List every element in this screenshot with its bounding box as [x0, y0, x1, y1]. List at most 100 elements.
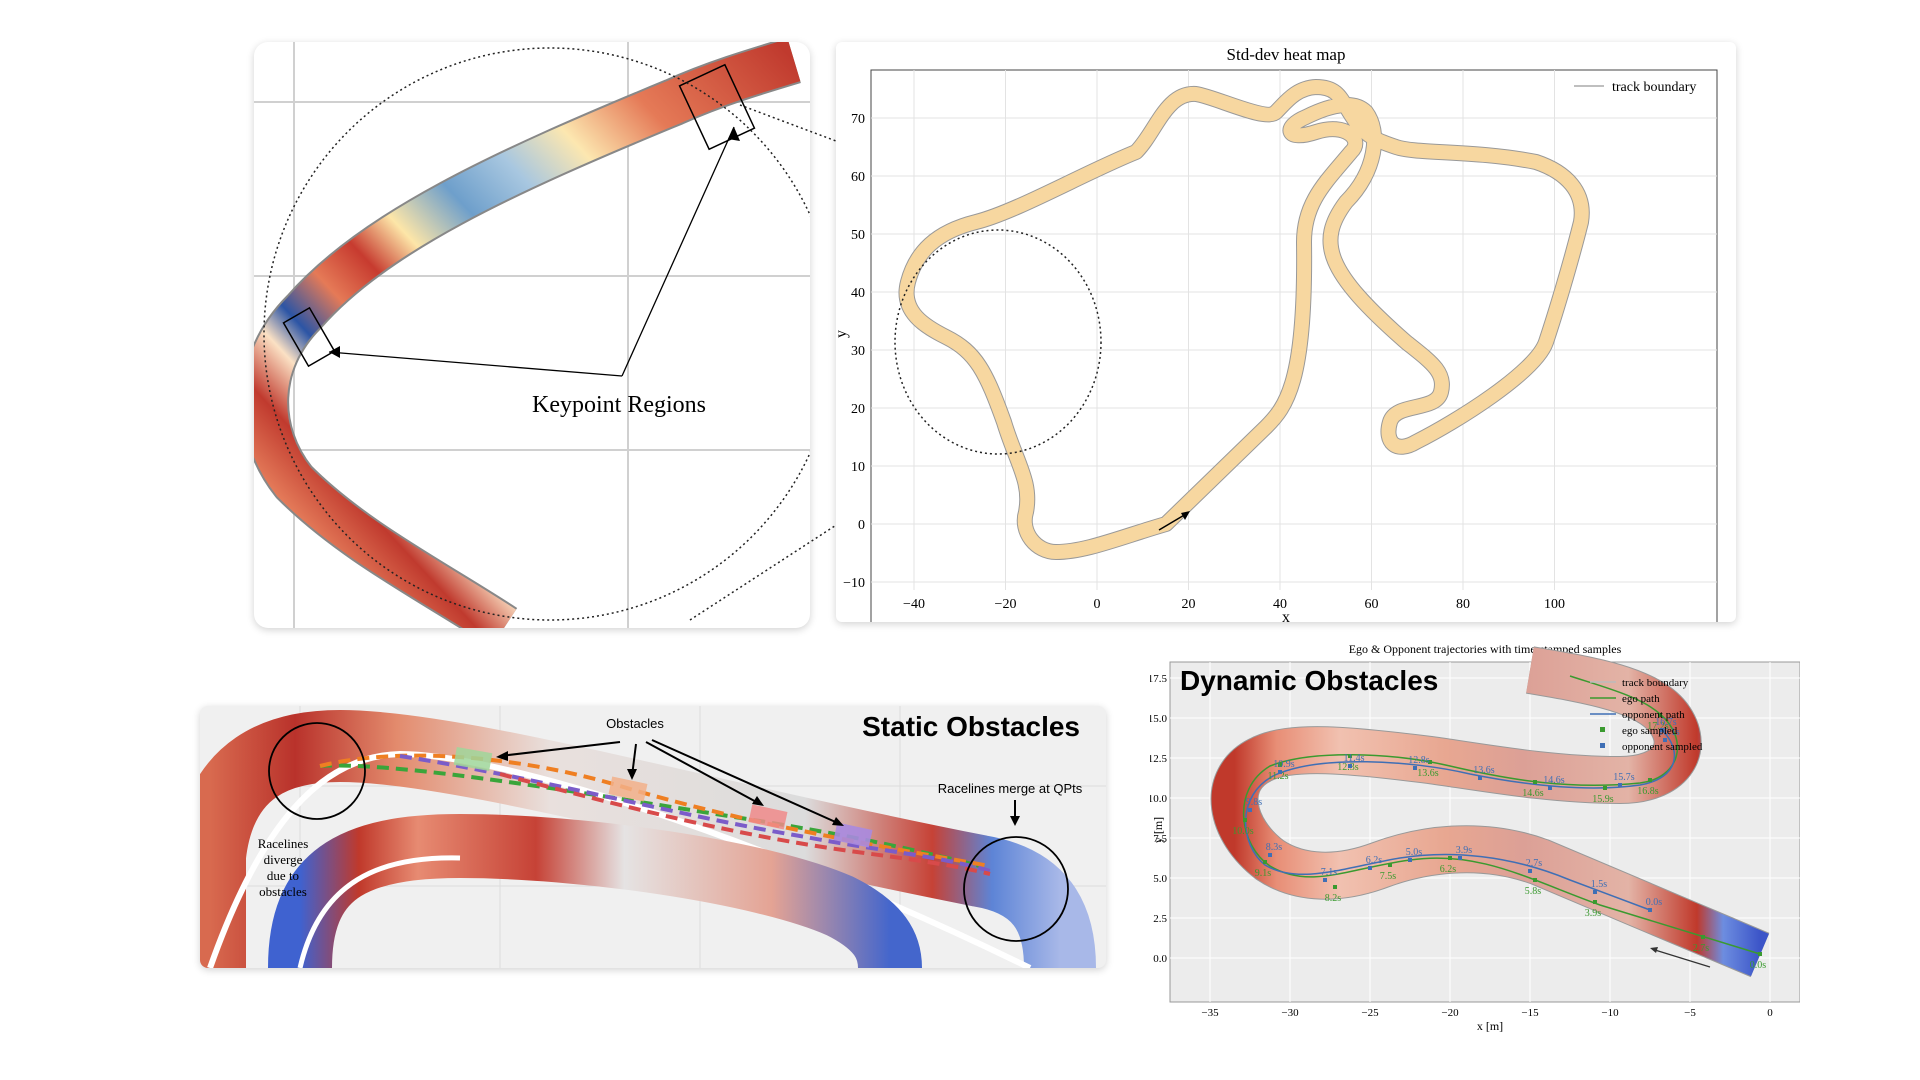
heatmap-xtick: 80	[1456, 597, 1470, 612]
ego-sample-point	[1533, 878, 1537, 882]
keypoint-regions-label: Keypoint Regions	[532, 392, 706, 418]
ego-sample-label: 13.6s	[1417, 768, 1439, 779]
keypoint-arrows	[328, 126, 735, 377]
obstacles-label: Obstacles	[606, 716, 664, 731]
ego-sample-point	[1658, 713, 1662, 717]
opponent-sample-point	[1593, 890, 1597, 894]
opponent-sample-label: 11.4s	[1343, 753, 1364, 764]
opponent-sample-label: 7.1s	[1321, 867, 1338, 878]
dynamic-ytick: 2.5	[1153, 913, 1167, 925]
opponent-sample-point	[1528, 869, 1532, 873]
opponent-sample-point	[1660, 728, 1664, 732]
dynamic-direction-arrow	[1654, 949, 1711, 968]
opponent-sample-label: 6.2s	[1366, 855, 1383, 866]
heatmap-ytick: 10	[851, 460, 865, 475]
dynamic-legend-label: ego path	[1622, 693, 1660, 705]
ego-sample-point	[1648, 778, 1652, 782]
diverge-label-line-4: obstacles	[259, 884, 307, 899]
ego-sample-label: 3.9s	[1585, 908, 1602, 919]
diverge-label-line-3: due to	[267, 868, 299, 883]
heatmap-ytick: 70	[851, 112, 865, 127]
merge-label: Racelines merge at QPts	[938, 781, 1083, 796]
opponent-sample-points: 0.0s1.5s2.7s3.9s5.0s6.2s7.1s8.3s9.8s10.9…	[1246, 717, 1680, 912]
dynamic-xtick: −15	[1521, 1007, 1539, 1019]
dynamic-panel: Ego & Opponent trajectories with time-st…	[1148, 640, 1801, 1040]
ego-sample-label: 7.5s	[1380, 871, 1397, 882]
obstacle-4	[833, 822, 873, 848]
heatmap-xtick: 100	[1544, 597, 1565, 612]
opponent-sample-point	[1663, 738, 1667, 742]
diverge-label-line-2: diverge	[264, 852, 303, 867]
dynamic-ytick: 0.0	[1153, 953, 1167, 965]
heatmap-ylabel: y	[836, 330, 850, 338]
heatmap-xtick: −20	[995, 597, 1017, 612]
static-track-lower	[268, 813, 922, 968]
dynamic-ytick: 15.0	[1150, 713, 1168, 725]
dynamic-title: Dynamic Obstacles	[1180, 665, 1438, 696]
dynamic-xtick: −20	[1441, 1007, 1459, 1019]
dynamic-xtick: −5	[1684, 1007, 1696, 1019]
static-track-upper	[200, 709, 1096, 968]
heatmap-ytick: 40	[851, 286, 865, 301]
opponent-sample-point	[1548, 786, 1552, 790]
dynamic-xtick: −30	[1281, 1007, 1299, 1019]
keypoint-box-1	[282, 306, 336, 368]
dynamic-plot-title: Ego & Opponent trajectories with time-st…	[1349, 642, 1622, 656]
diverge-label: Racelines diverge due to obstacles	[258, 836, 309, 899]
ego-sample-label: 11.2s	[1267, 771, 1288, 782]
diverge-circle	[268, 722, 366, 820]
obstacle-1	[453, 747, 493, 771]
opponent-sample-label: 9.8s	[1246, 797, 1263, 808]
raceline-purple	[399, 754, 991, 873]
opponent-sample-label: 16.7s	[1655, 717, 1677, 728]
opponent-sample-point	[1348, 764, 1352, 768]
heatmap-xlabel: x	[1282, 609, 1290, 622]
heatmap-ytick: 30	[851, 344, 865, 359]
dynamic-legend-swatch	[1600, 743, 1605, 748]
ego-sample-label: 8.2s	[1325, 893, 1342, 904]
heatmap-legend-label: track boundary	[1612, 80, 1696, 95]
diverge-label-line-1: Racelines	[258, 836, 309, 851]
opponent-sample-point	[1413, 766, 1417, 770]
dynamic-legend-label: ego sampled	[1622, 725, 1678, 737]
dynamic-xtick: 0	[1767, 1007, 1773, 1019]
dynamic-ytick: 12.5	[1150, 753, 1168, 765]
ego-sample-point	[1263, 860, 1267, 864]
heatmap-ytick: −10	[843, 576, 865, 591]
raceline-red	[499, 772, 991, 876]
static-title: Static Obstacles	[862, 711, 1080, 742]
heatmap-xtick: −40	[903, 597, 925, 612]
opponent-sample-label: 14.6s	[1543, 775, 1565, 786]
raceline-green	[319, 763, 981, 868]
opponent-sample-point	[1278, 770, 1282, 774]
opponent-sample-label: 3.9s	[1456, 845, 1473, 856]
ego-sample-label: 2.7s	[1693, 943, 1710, 954]
opponent-sample-label: 10.9s	[1273, 759, 1295, 770]
dynamic-legend-label: opponent sampled	[1622, 741, 1703, 753]
ego-sample-point	[1388, 863, 1392, 867]
heatmap-title: Std-dev heat map	[1227, 45, 1346, 64]
ego-sample-point	[1448, 856, 1452, 860]
opponent-sample-point	[1478, 776, 1482, 780]
dynamic-ytick: 7.5	[1153, 833, 1167, 845]
opponent-sample-point	[1408, 858, 1412, 862]
ego-sample-label: 9.1s	[1255, 868, 1272, 879]
dynamic-xtick: −35	[1201, 1007, 1219, 1019]
dynamic-xtick: −10	[1601, 1007, 1619, 1019]
opponent-sample-point	[1368, 866, 1372, 870]
ego-sample-point	[1603, 786, 1607, 790]
dynamic-legend-swatch	[1600, 727, 1605, 732]
dynamic-ytick: 17.5	[1150, 673, 1168, 685]
opponent-sample-label: 15.7s	[1613, 772, 1635, 783]
opponent-sample-point	[1248, 808, 1252, 812]
ego-sample-point	[1243, 818, 1247, 822]
opponent-sample-label: 0.0s	[1646, 897, 1663, 908]
dynamic-svg: Ego & Opponent trajectories with time-st…	[1148, 642, 1801, 1033]
opponent-sample-point	[1268, 853, 1272, 857]
dynamic-ytick: 5.0	[1153, 873, 1167, 885]
